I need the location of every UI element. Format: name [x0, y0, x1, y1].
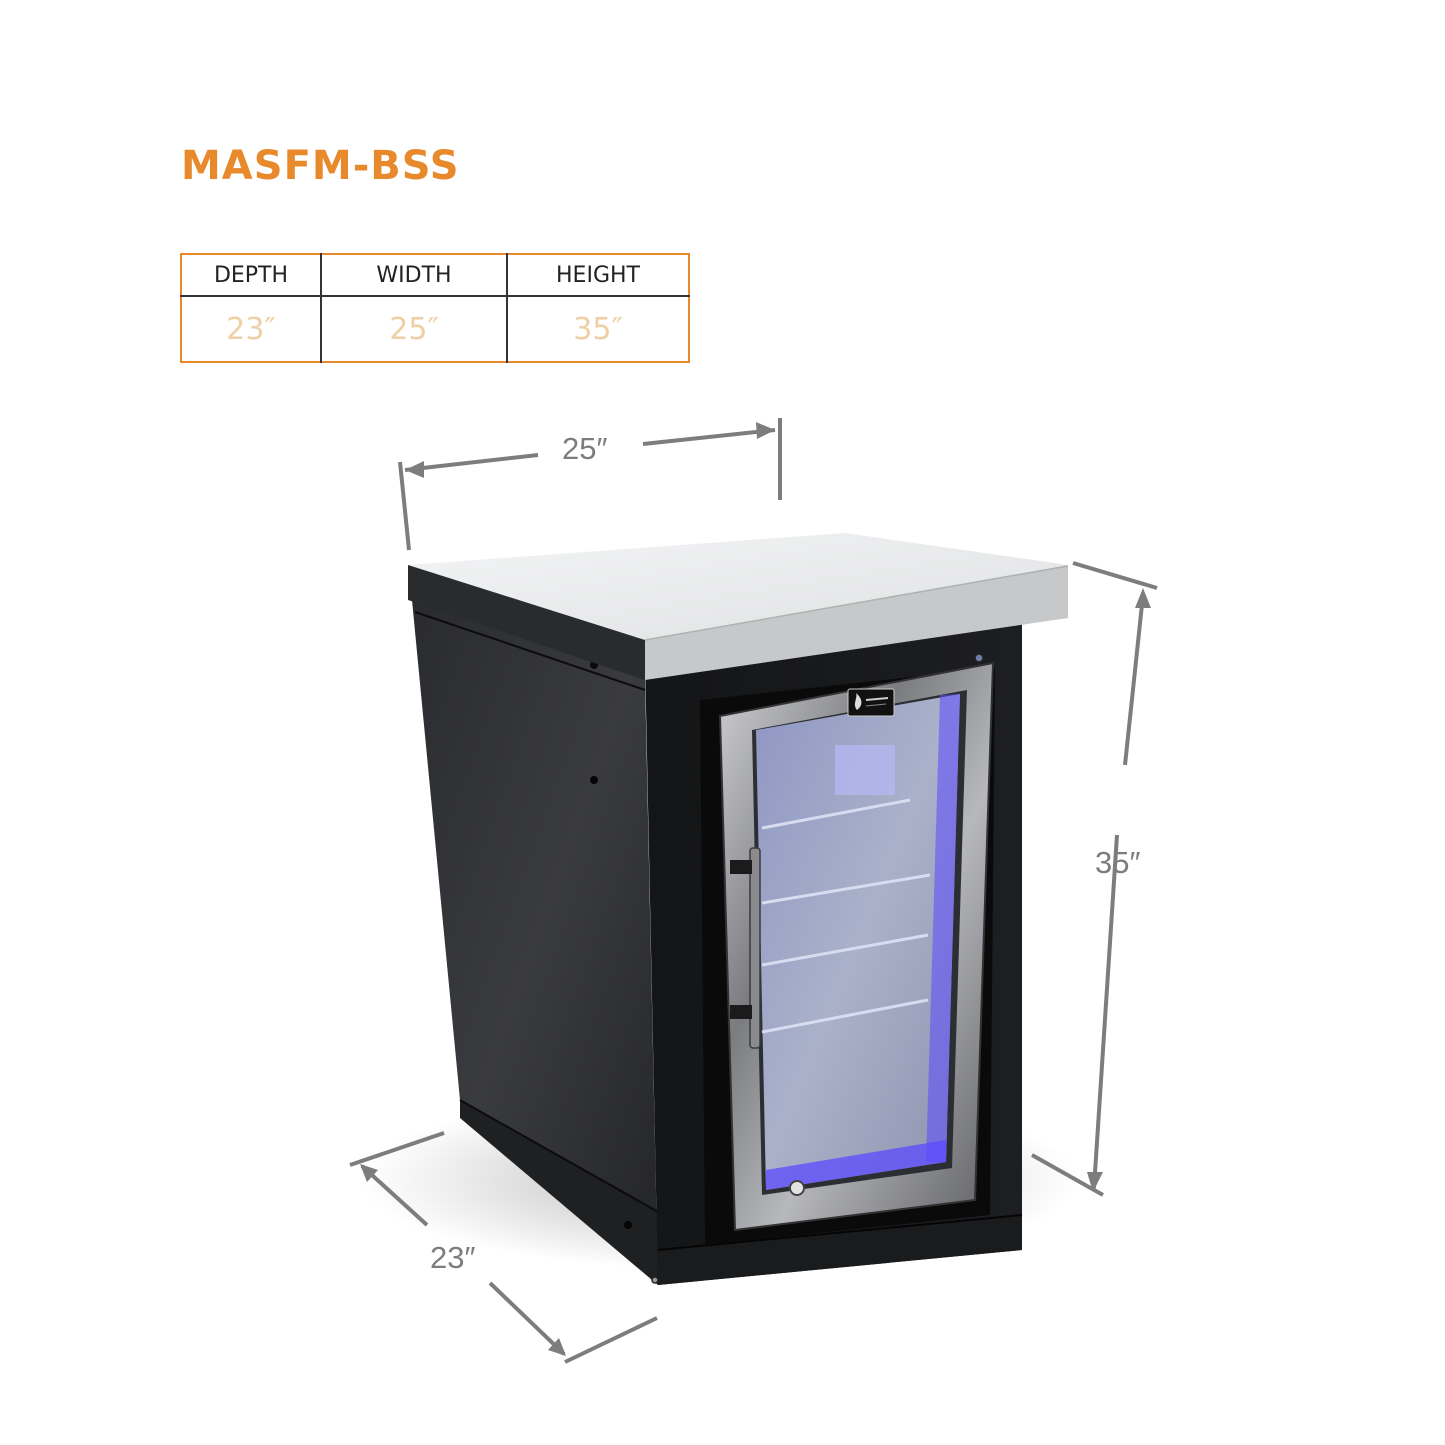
depth-dimension-label: 23″: [430, 1240, 476, 1275]
handle-mount-bottom: [730, 1005, 752, 1019]
lock-icon[interactable]: [789, 1180, 805, 1196]
spec-value-row: 23″ 25″ 35″: [181, 296, 689, 362]
height-dimension: [1031, 561, 1158, 1197]
model-title: MASFM-BSS: [181, 143, 460, 189]
countertop: [408, 533, 1069, 680]
cabinet-side: [412, 600, 659, 1285]
fridge-door[interactable]: [718, 653, 995, 1232]
flame-logo-icon: [854, 693, 862, 710]
brand-badge: [847, 688, 895, 717]
thermostat-box: [835, 745, 895, 795]
hinge-icon: [974, 653, 984, 663]
value-width: 25″: [320, 296, 507, 362]
header-height: HEIGHT: [506, 254, 689, 297]
width-dimension: [398, 418, 782, 551]
height-dimension-label: 35″: [1095, 845, 1141, 880]
side-hole-icon: [590, 776, 598, 784]
door-handle[interactable]: [749, 847, 761, 1049]
wire-shelves: [761, 798, 931, 1034]
value-depth: 23″: [226, 311, 276, 347]
header-width: WIDTH: [320, 254, 507, 297]
header-depth: DEPTH: [181, 254, 321, 297]
handle-mount-top: [730, 860, 752, 874]
spec-table: DEPTH WIDTH HEIGHT 23″ 25″ 35″: [180, 253, 690, 363]
width-dimension-label: 25″: [562, 431, 608, 466]
led-glow-right: [926, 694, 960, 1162]
depth-dimension: [349, 1131, 658, 1364]
spec-header-row: DEPTH WIDTH HEIGHT: [181, 254, 689, 297]
value-height: 35″: [506, 296, 689, 362]
led-glow-bottom: [766, 1140, 946, 1190]
